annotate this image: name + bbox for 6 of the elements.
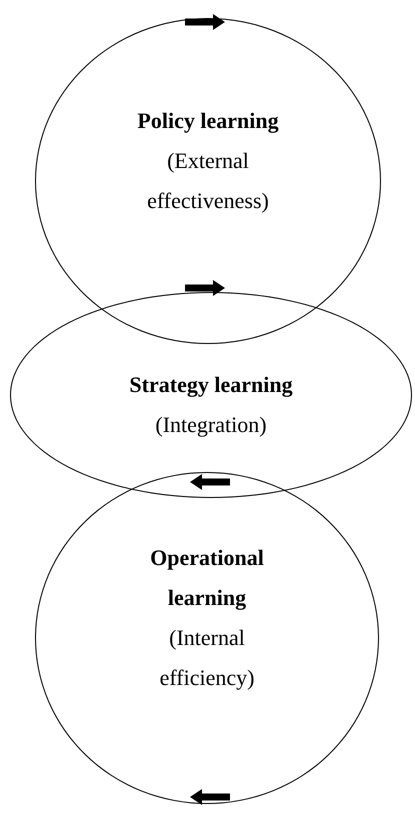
node-text: (Internal efficiency) <box>158 624 256 692</box>
node-text: (Integration) <box>155 411 267 439</box>
node-text: (External effectiveness) <box>146 147 270 215</box>
node-heading: Operational learning <box>149 544 265 612</box>
node-heading: Strategy learning <box>129 371 293 399</box>
node-heading: Policy learning <box>137 107 279 135</box>
